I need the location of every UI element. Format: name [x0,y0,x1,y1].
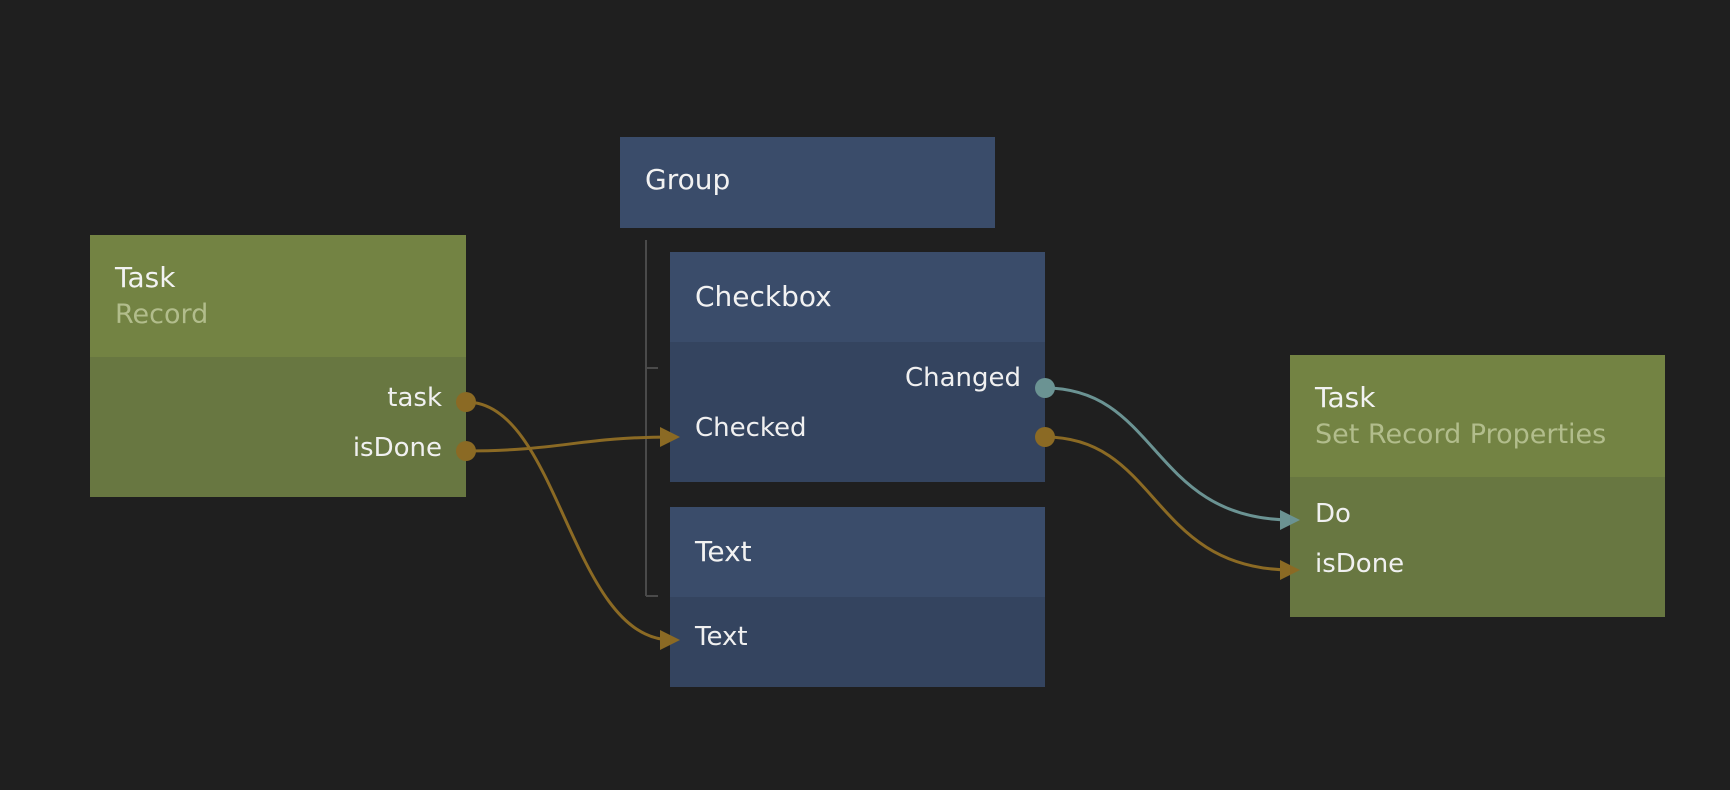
task-set-record-properties-node[interactable]: Task Set Record Properties Do isDone [1290,355,1665,617]
input-port-do-label: Do [1315,499,1351,529]
input-port-text-label: Text [695,622,748,652]
node-title: Task [115,261,176,294]
group-children-bracket [645,240,658,597]
task-set-record-properties-node-header[interactable]: Task Set Record Properties [1290,355,1665,477]
group-node[interactable]: Group [620,137,995,228]
node-title: Text [695,535,752,568]
input-port-isdone-label: isDone [1315,549,1405,579]
node-subtitle: Set Record Properties [1315,419,1607,450]
text-node[interactable]: Text Text [670,507,1045,687]
task-set-record-properties-node-ports: Do isDone [1290,477,1665,617]
wire-checked-to-isdone[interactable] [1044,435,1293,572]
checkbox-node[interactable]: Checkbox Changed Checked [670,252,1045,482]
node-title: Task [1315,381,1376,414]
node-subtitle: Record [115,299,209,330]
task-record-node-header[interactable]: Task Record [90,235,466,357]
text-node-ports: Text [670,597,1045,687]
wire-changed-to-do[interactable] [1044,386,1293,522]
output-port-isdone-label: isDone [352,433,442,463]
output-port-changed-label: Changed [904,363,1021,393]
checkbox-node-ports: Changed Checked [670,342,1045,482]
node-title: Group [645,163,731,196]
input-port-checked-label: Checked [695,413,807,443]
text-node-header[interactable]: Text [670,507,1045,597]
output-port-task-label: task [387,383,442,413]
checkbox-node-header[interactable]: Checkbox [670,252,1045,342]
task-record-node[interactable]: Task Record task isDone [90,235,466,497]
task-record-node-ports: task isDone [90,357,466,497]
node-title: Checkbox [695,280,832,313]
group-node-header[interactable]: Group [620,137,995,228]
